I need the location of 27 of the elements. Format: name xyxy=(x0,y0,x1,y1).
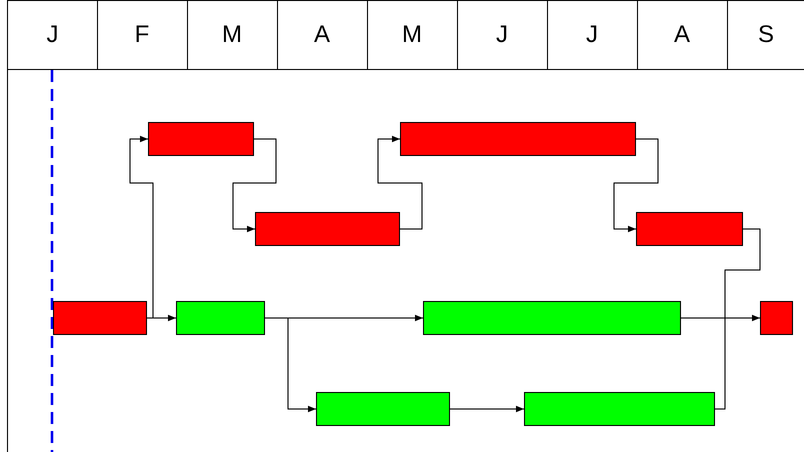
task-bar xyxy=(760,301,793,335)
month-cell: M xyxy=(367,0,458,70)
month-cell: J xyxy=(7,0,98,70)
task-bar xyxy=(176,301,265,335)
task-bar xyxy=(53,301,147,335)
arrow xyxy=(378,136,422,230)
month-cell: A xyxy=(637,0,728,70)
month-cell: J xyxy=(547,0,638,70)
month-cell: S xyxy=(727,0,804,70)
task-bar xyxy=(400,122,636,156)
task-bar xyxy=(255,212,400,246)
task-bar xyxy=(148,122,254,156)
arrow xyxy=(264,318,316,412)
arrow xyxy=(232,138,276,232)
connector-line xyxy=(714,228,760,410)
month-cell: A xyxy=(277,0,368,70)
month-cell: M xyxy=(187,0,278,70)
arrow xyxy=(680,314,760,322)
arrow xyxy=(614,138,658,232)
arrow xyxy=(130,136,154,318)
arrow xyxy=(450,406,524,412)
task-bar xyxy=(524,392,715,426)
month-cell: F xyxy=(97,0,188,70)
task-bar xyxy=(316,392,450,426)
task-bar xyxy=(423,301,681,335)
task-bar xyxy=(636,212,743,246)
month-cell: J xyxy=(457,0,548,70)
